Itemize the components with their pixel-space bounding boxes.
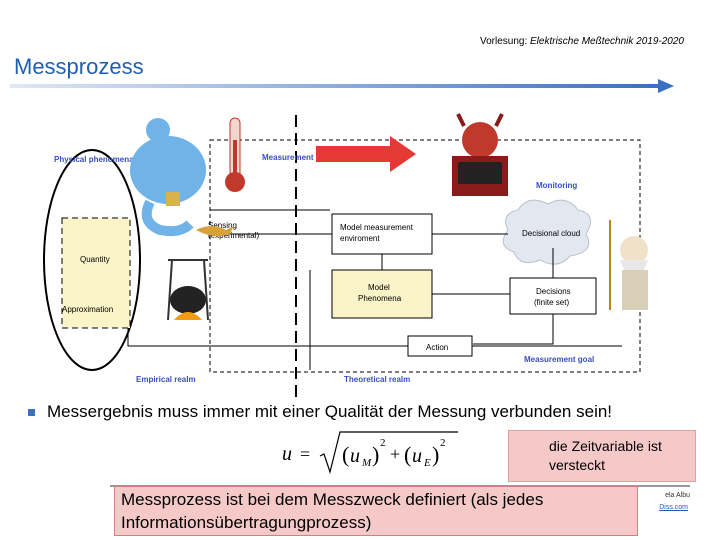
- zeus-illustration: [609, 220, 648, 310]
- thermometer-illustration: [225, 117, 245, 192]
- model-environment-box: [331, 213, 433, 255]
- svg-text:+: +: [390, 444, 400, 464]
- callout-line2: Informationsübertragungprozess): [121, 512, 372, 532]
- model-line2: Phenomena: [358, 294, 402, 303]
- quantity-approximation-box: [61, 217, 131, 329]
- label-empirical-realm: Empirical realm: [136, 375, 196, 384]
- callout-box: Messprozess ist bei dem Messzweck defini…: [114, 486, 638, 536]
- course-header: Vorlesung: Elektrische Meßtechnik 2019-2…: [480, 36, 684, 47]
- action-label: Action: [426, 343, 448, 352]
- model-env-line2: enviroment: [340, 234, 380, 243]
- label-sensing-sub: (experimental): [208, 231, 259, 240]
- title-underline-arrow: [10, 79, 674, 93]
- note-line2: versteckt: [549, 456, 606, 473]
- svg-text:u: u: [350, 445, 360, 467]
- measurement-process-arrow: [316, 136, 416, 172]
- svg-text:E: E: [423, 457, 431, 469]
- callout-line1: Messprozess ist bei dem Messzweck defini…: [121, 490, 544, 509]
- cauldron-illustration: [167, 259, 209, 321]
- svg-text:2: 2: [440, 437, 446, 449]
- svg-text:(: (: [342, 442, 349, 467]
- empirical-ellipse: [43, 149, 141, 371]
- lamp-illustration: [196, 226, 234, 237]
- label-theoretical-realm: Theoretical realm: [344, 375, 410, 384]
- label-sensing: Sensing: [208, 221, 237, 230]
- course-name: Elektrische Meßtechnik 2019-2020: [530, 36, 684, 47]
- decisions-box: [509, 277, 597, 315]
- label-measurement-goal: Measurement goal: [524, 355, 594, 364]
- svg-text:M: M: [361, 457, 372, 469]
- uncertainty-formula: u = ( u M ) 2 + ( u E ) 2: [282, 431, 458, 475]
- bullet-square-icon: [28, 409, 35, 417]
- svg-text:u: u: [282, 443, 292, 465]
- devil-illustration: [452, 113, 508, 196]
- bullet-text: Messergebnis muss immer mit einer Qualit…: [47, 402, 613, 421]
- svg-text:): ): [372, 442, 379, 467]
- decisions-line1: Decisions: [536, 287, 571, 296]
- decisions-line2: (finite set): [534, 298, 569, 307]
- bullet-point: Messergebnis muss immer mit einer Qualit…: [28, 402, 612, 422]
- flow-arrows: [127, 209, 622, 370]
- label-measurement-process: Measurement process: [262, 153, 347, 162]
- model-line1: Model: [368, 283, 390, 292]
- measurement-process-diagram: Physical phenomena Measurement process M…: [43, 113, 648, 398]
- svg-text:u: u: [412, 445, 422, 467]
- svg-text:2: 2: [380, 437, 386, 449]
- note-box: die Zeitvariable ist versteckt: [508, 430, 696, 482]
- svg-text:(: (: [404, 442, 411, 467]
- label-physical-phenomena: Physical phenomena: [54, 155, 134, 164]
- model-phenomena-box: [331, 269, 433, 319]
- footer-link[interactable]: Diss.com: [659, 504, 688, 511]
- label-monitoring: Monitoring: [536, 181, 577, 190]
- genie-illustration: [130, 118, 206, 237]
- slide-title: Messprozess: [14, 54, 144, 79]
- footer-author: ela Albu: [665, 492, 690, 499]
- svg-text:): ): [432, 442, 439, 467]
- label-decisional-cloud: Decisional cloud: [522, 229, 580, 238]
- note-line1: die Zeitvariable ist: [549, 438, 662, 454]
- course-prefix: Vorlesung:: [479, 36, 531, 47]
- model-env-line1: Model measurement: [340, 223, 414, 232]
- decisional-cloud: [502, 199, 591, 265]
- svg-text:=: =: [300, 444, 310, 464]
- label-approximation: Approximation: [62, 305, 113, 314]
- label-quantity: Quantity: [80, 255, 110, 264]
